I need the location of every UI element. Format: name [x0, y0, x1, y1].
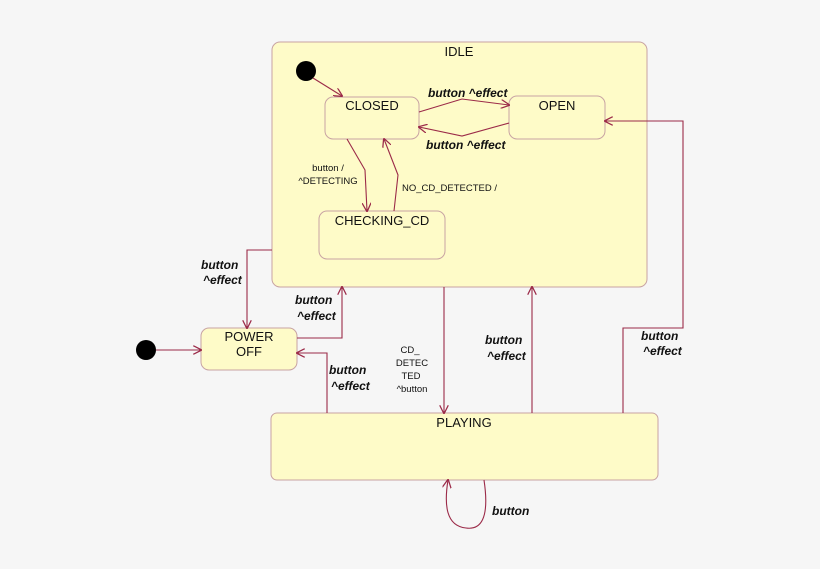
label-idle-to-power-off-line2: ^effect: [203, 273, 243, 287]
state-power-off: POWER OFF: [200, 327, 298, 371]
label-idle-to-playing-line1: CD_: [400, 345, 420, 356]
label-power-off-to-idle-line1: button: [295, 293, 332, 307]
state-closed: CLOSED: [324, 96, 420, 140]
label-closed-to-checking-line1: button /: [312, 163, 344, 174]
label-closed-to-checking-line2: ^DETECTING: [298, 176, 357, 187]
state-playing-label: PLAYING: [436, 415, 491, 430]
transition-closed-to-checking: [346, 138, 367, 211]
label-checking-to-closed: NO_CD_DETECTED /: [402, 183, 497, 194]
state-power-off-label-line2: OFF: [236, 344, 262, 359]
label-playing-to-open-line2: ^effect: [643, 344, 683, 358]
label-idle-to-playing-line3: TED: [402, 371, 421, 382]
state-open: OPEN: [508, 95, 606, 140]
transition-idle-to-power-off: [247, 249, 272, 328]
transition-power-off-to-idle: [297, 287, 342, 339]
label-closed-to-open: button ^effect: [428, 86, 508, 100]
state-checking-cd: CHECKING_CD: [318, 210, 446, 260]
label-playing-to-open-line1: button: [641, 329, 678, 343]
label-power-off-to-idle-line2: ^effect: [297, 309, 337, 323]
label-playing-to-idle-line2: ^effect: [487, 349, 527, 363]
initial-state-idle: [296, 61, 316, 81]
transition-playing-to-open: [605, 121, 684, 413]
label-idle-to-playing-line4: ^button: [397, 384, 428, 395]
initial-state-top: [136, 340, 156, 360]
transition-initial-to-closed: [312, 77, 342, 96]
label-playing-self: button: [492, 504, 529, 518]
state-idle-label: IDLE: [445, 44, 474, 59]
state-open-label: OPEN: [539, 98, 576, 113]
transition-playing-self: [446, 480, 487, 529]
state-closed-label: CLOSED: [345, 98, 398, 113]
transition-open-to-closed: [419, 122, 510, 137]
label-playing-to-idle-line1: button: [485, 333, 522, 347]
label-playing-to-power-off-line2: ^effect: [331, 379, 371, 393]
state-checking-cd-label: CHECKING_CD: [335, 213, 430, 228]
label-open-to-closed: button ^effect: [426, 138, 506, 152]
label-playing-to-power-off-line1: button: [329, 363, 366, 377]
state-playing: PLAYING: [270, 412, 659, 481]
state-power-off-label-line1: POWER: [224, 329, 273, 344]
transition-playing-to-power-off: [297, 353, 328, 413]
transition-closed-to-open: [418, 98, 509, 113]
label-idle-to-power-off-line1: button: [201, 258, 238, 272]
label-idle-to-playing-line2: DETEC: [396, 358, 428, 369]
transition-checking-to-closed: [384, 139, 399, 212]
